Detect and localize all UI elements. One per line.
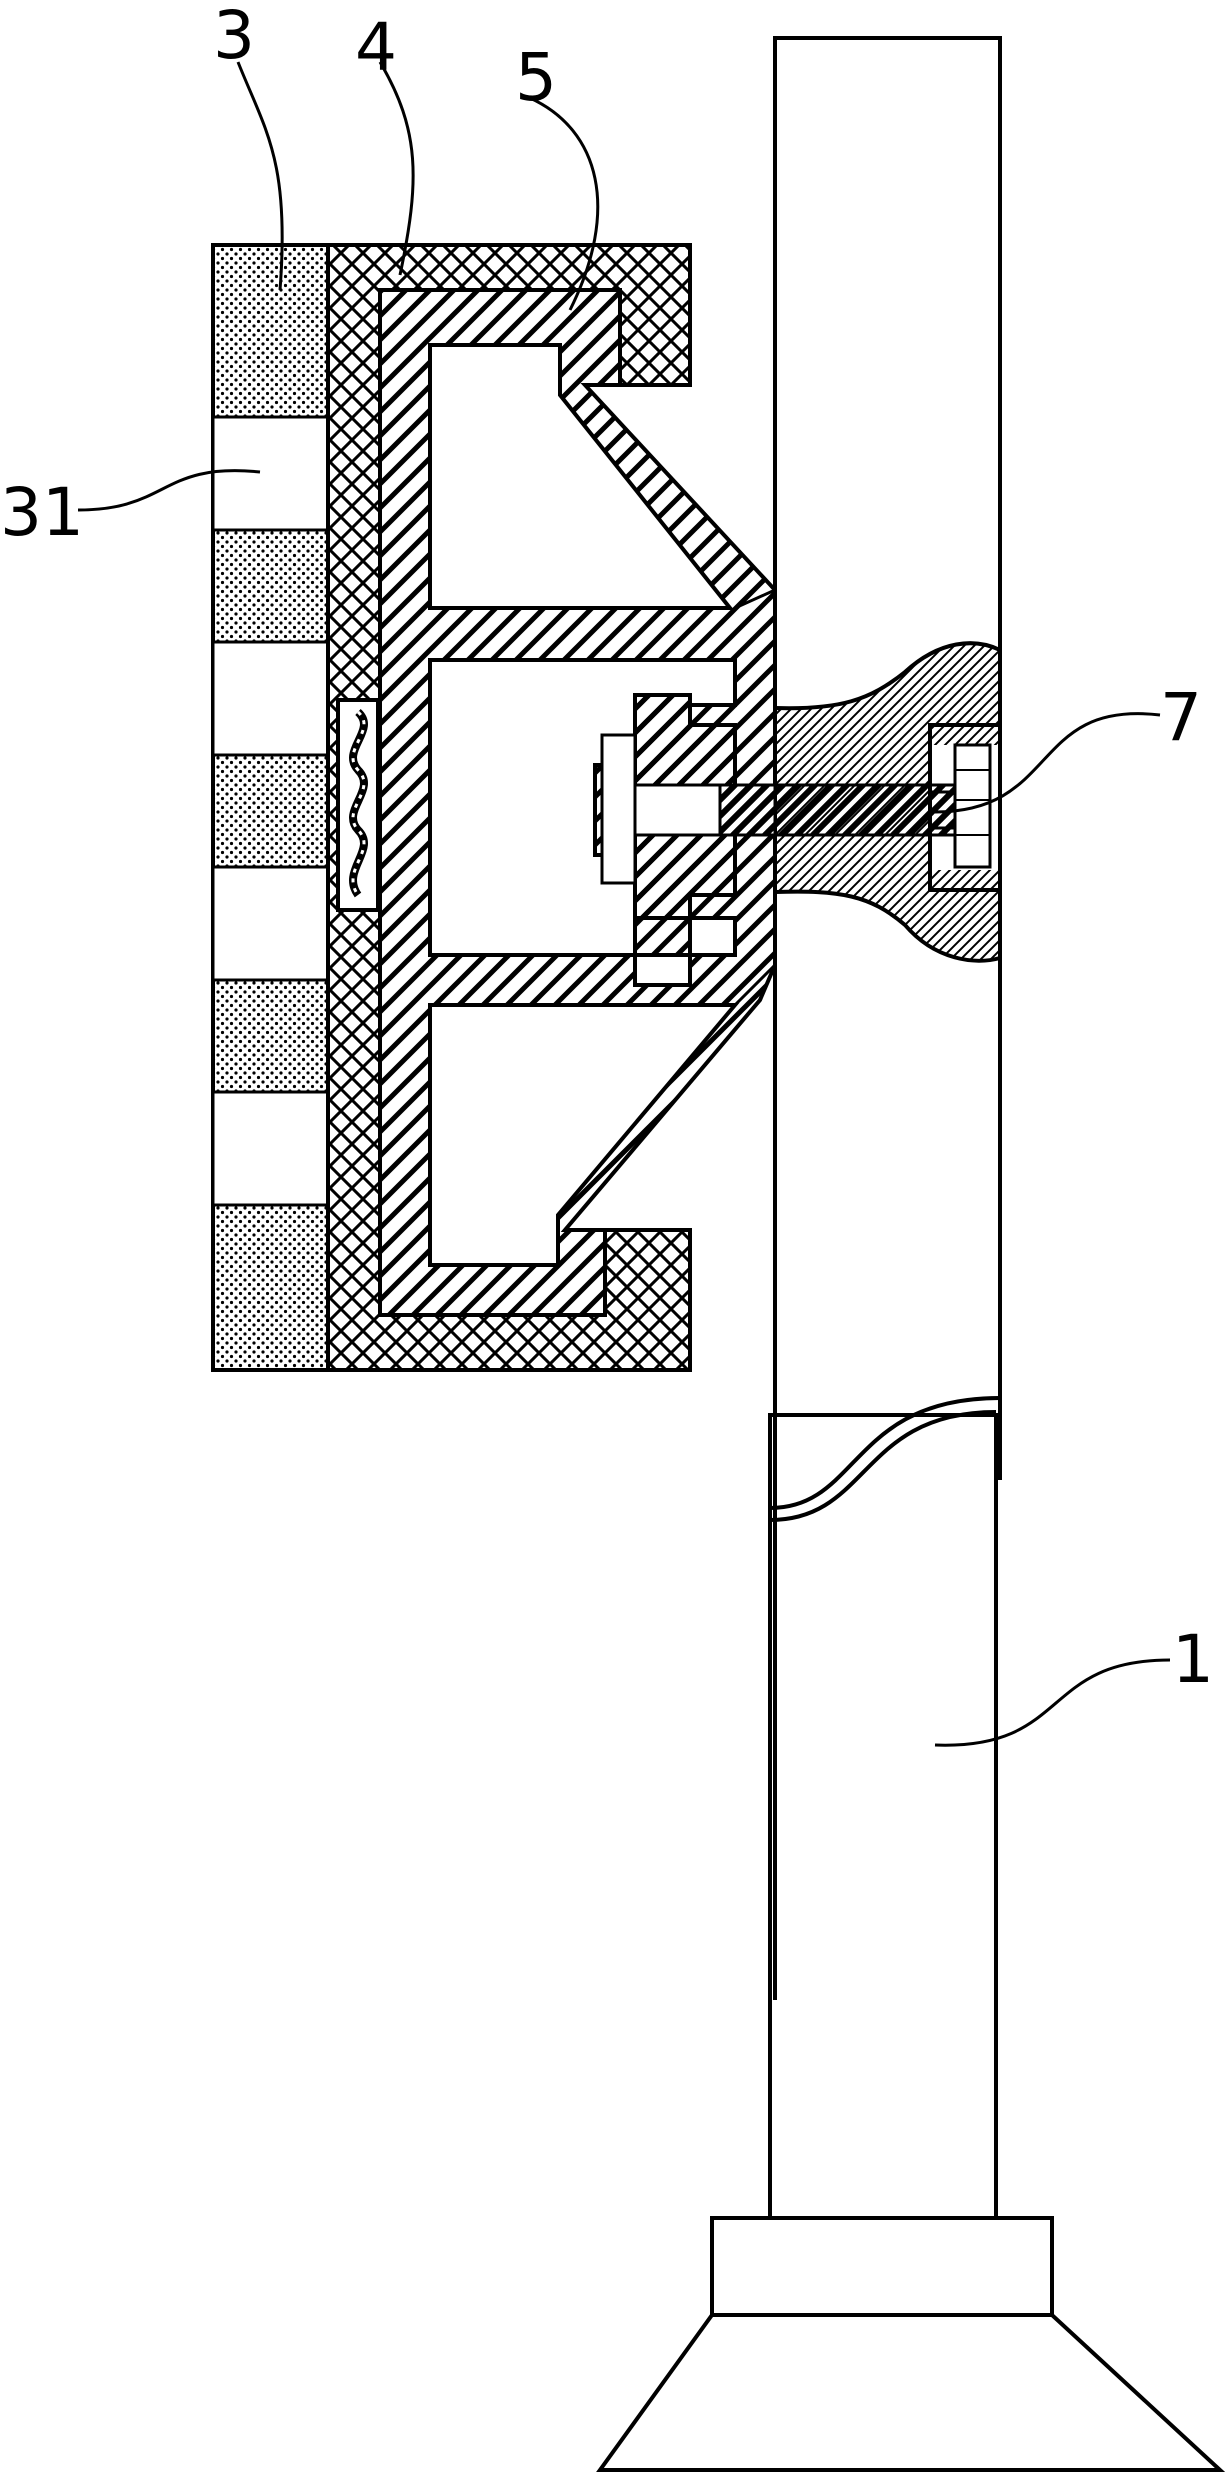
mount-right-edge bbox=[733, 588, 777, 1007]
frame-dotted-segment-4 bbox=[211, 978, 330, 1094]
screw-thread bbox=[718, 783, 957, 837]
leader-housing bbox=[378, 61, 415, 276]
bolt-head bbox=[953, 743, 992, 869]
pole-base-foot bbox=[596, 2313, 1226, 2472]
opening-1 bbox=[211, 415, 330, 532]
leader-mount bbox=[529, 96, 600, 311]
leader-frame bbox=[236, 61, 284, 291]
opening-4 bbox=[211, 1090, 330, 1207]
label-frame: 3 bbox=[213, 0, 255, 74]
frame-dotted-segment-2 bbox=[211, 528, 330, 644]
nut-housing-hatch bbox=[930, 725, 1000, 745]
pole-break-line-2 bbox=[769, 1410, 997, 1522]
leader-opening bbox=[77, 469, 261, 512]
spring-slot bbox=[336, 698, 380, 912]
lower-cavity bbox=[428, 1003, 740, 1267]
label-screw: 7 bbox=[1160, 679, 1202, 756]
nut-housing-hatch-bottom bbox=[930, 870, 1000, 890]
frame-dotted-segment-3 bbox=[211, 753, 330, 869]
pole bbox=[596, 36, 1226, 2472]
leader-pole bbox=[934, 1658, 1171, 1747]
mount-cavities bbox=[428, 343, 777, 1267]
reference-labels: 3 31 4 5 7 1 bbox=[0, 0, 1214, 1698]
leader-screw bbox=[934, 712, 1161, 814]
label-pole: 1 bbox=[1172, 1621, 1214, 1698]
leader-lines bbox=[77, 61, 1171, 1747]
label-opening: 31 bbox=[0, 474, 84, 551]
spring-icon-dots bbox=[351, 710, 366, 896]
bolt-seat bbox=[600, 733, 637, 885]
pole-lower-section bbox=[768, 1413, 998, 2222]
screw-body-line bbox=[930, 790, 955, 830]
pole-base-collar bbox=[710, 2216, 1054, 2317]
pole-break-line bbox=[769, 1396, 1001, 1510]
label-mount: 5 bbox=[515, 39, 557, 116]
opening-2 bbox=[211, 640, 330, 757]
bolt-head-lines bbox=[955, 769, 990, 836]
label-housing: 4 bbox=[355, 9, 397, 86]
screw bbox=[718, 783, 957, 837]
middle-cavity bbox=[428, 658, 737, 987]
frame-dotted-segment-5 bbox=[211, 1203, 330, 1372]
frame bbox=[211, 243, 330, 1372]
opening-3 bbox=[211, 865, 330, 982]
frame-dotted-segment-1 bbox=[211, 243, 330, 419]
upper-cavity bbox=[428, 343, 735, 610]
